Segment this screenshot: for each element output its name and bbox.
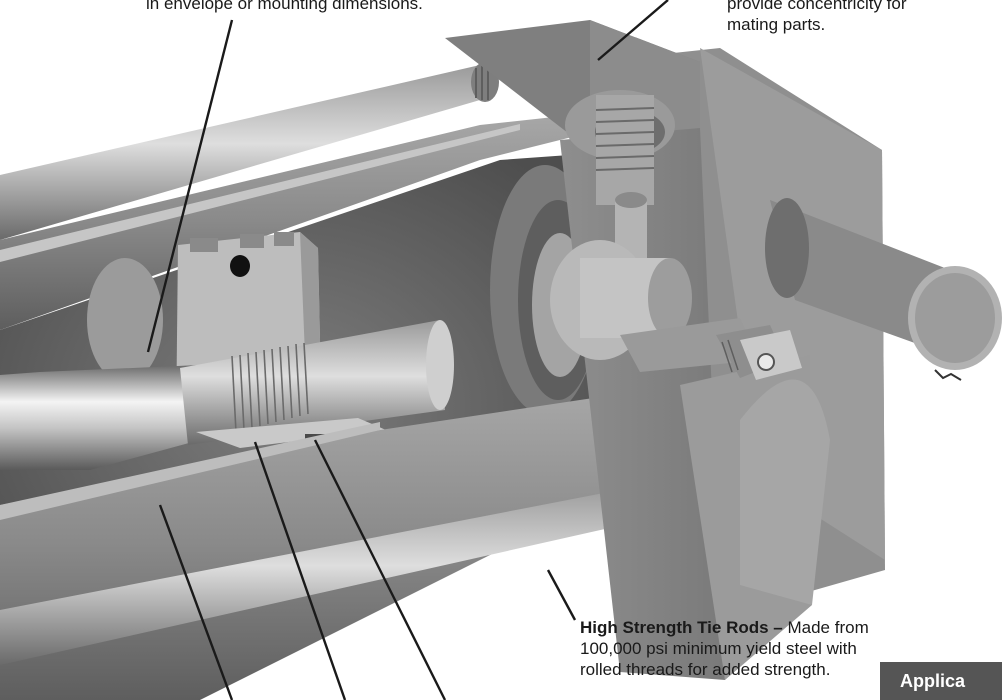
callout-mounting-dimensions: in envelope or mounting dimensions. bbox=[146, 0, 476, 14]
callout-line: provide concentricity for bbox=[727, 0, 907, 13]
callout-text: Made from bbox=[782, 618, 869, 637]
cushion-assembly bbox=[550, 240, 760, 372]
callout-line: High Strength Tie Rods – Made from bbox=[580, 617, 910, 638]
callout-line: 100,000 psi minimum yield steel with bbox=[580, 639, 857, 658]
callout-line: rolled threads for added strength. bbox=[580, 660, 831, 679]
applications-tab[interactable]: Applica bbox=[880, 662, 1002, 700]
clevis-pin bbox=[765, 198, 1002, 381]
callout-line: mating parts. bbox=[727, 15, 826, 34]
needle-valve bbox=[716, 325, 802, 380]
callout-title: High Strength Tie Rods – bbox=[580, 618, 783, 637]
callout-concentricity: provide concentricity for mating parts. bbox=[727, 0, 967, 35]
callout-text: in envelope or mounting dimensions. bbox=[146, 0, 423, 13]
leader-lines bbox=[146, 0, 669, 700]
piston-rod bbox=[0, 320, 454, 470]
callout-tie-rods: High Strength Tie Rods – Made from 100,0… bbox=[580, 617, 910, 680]
